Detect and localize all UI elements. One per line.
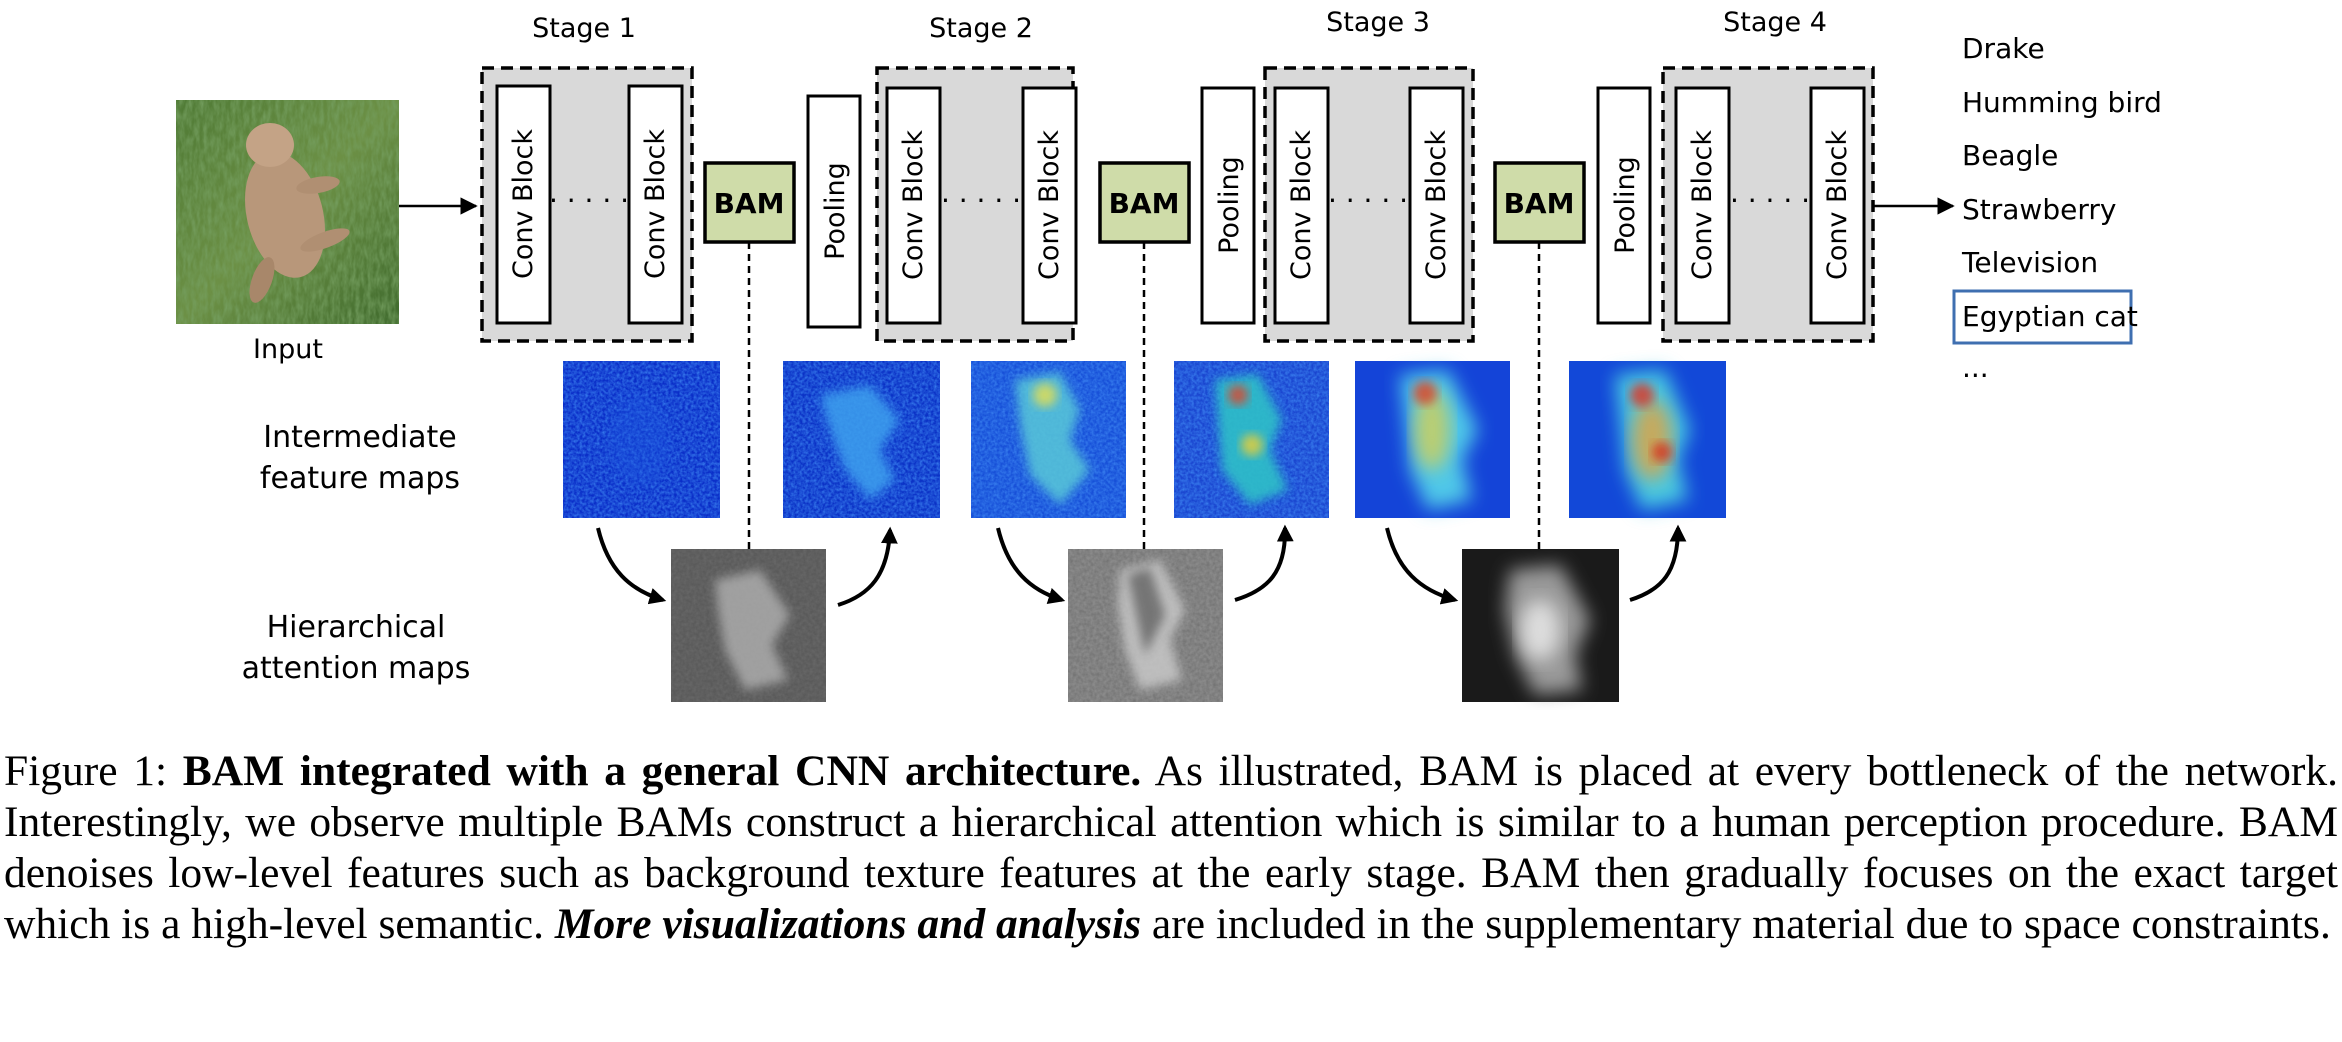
- curve-arrow-2-in: [996, 527, 1066, 605]
- ellipsis-s4: · · · · ·: [1730, 184, 1810, 217]
- svg-text:BAM: BAM: [1109, 187, 1180, 220]
- pooling-block-1: Pooling: [806, 94, 862, 329]
- attention-map-3: [1462, 549, 1619, 702]
- conv-block-s3a: Conv Block: [1273, 86, 1330, 325]
- feature-map-4: [1174, 361, 1329, 518]
- conv-block-s2a: Conv Block: [885, 86, 942, 325]
- bam-module-1: BAM: [703, 161, 796, 244]
- ellipsis-s2: · · · · ·: [941, 184, 1021, 217]
- svg-text:Conv Block: Conv Block: [1822, 130, 1853, 280]
- conv-block-s4a: Conv Block: [1674, 86, 1731, 325]
- svg-text:Pooling: Pooling: [1214, 156, 1245, 254]
- feature-map-3: [971, 361, 1126, 518]
- conv-block-s2b: Conv Block: [1021, 86, 1078, 325]
- stage-4-title: Stage 4: [1723, 7, 1827, 38]
- conv-block-s1a: Conv Block: [495, 84, 552, 325]
- output-class-1: Drake: [1962, 32, 2045, 65]
- attention-map-2: [1068, 549, 1223, 702]
- ellipsis-s3: · · · · ·: [1328, 184, 1408, 217]
- conv-block-s4b: Conv Block: [1809, 86, 1866, 325]
- output-class-more: ...: [1962, 351, 1989, 384]
- bam-module-3: BAM: [1493, 161, 1586, 244]
- caption-bold-title: BAM integrated with a general CNN archit…: [182, 747, 1142, 795]
- caption-label: Figure 1:: [4, 747, 168, 795]
- attention-maps-label-line1: Hierarchical: [267, 610, 446, 645]
- stage-3-title: Stage 3: [1326, 7, 1430, 38]
- conv-block-s3b: Conv Block: [1408, 86, 1465, 325]
- svg-text:Conv Block: Conv Block: [1286, 130, 1317, 280]
- output-class-2: Humming bird: [1962, 86, 2162, 119]
- svg-text:Conv Block: Conv Block: [1687, 130, 1718, 280]
- highlight-box: [1952, 289, 2133, 345]
- input-label: Input: [253, 334, 323, 365]
- curve-arrow-3-out: [1629, 524, 1687, 602]
- feature-map-1: [563, 361, 720, 518]
- feature-map-6: [1569, 361, 1726, 518]
- ellipsis-s1: · · · · ·: [549, 184, 629, 217]
- pooling-block-3: Pooling: [1596, 86, 1652, 325]
- bam-module-2: BAM: [1098, 161, 1191, 244]
- curve-arrow-1-in: [596, 527, 667, 605]
- pooling-block-2: Pooling: [1200, 86, 1256, 325]
- attention-map-1: [671, 549, 826, 702]
- feature-map-5: [1355, 361, 1510, 518]
- curve-arrow-1-out: [837, 526, 898, 607]
- svg-text:Conv Block: Conv Block: [508, 129, 539, 279]
- feature-maps-label-line1: Intermediate: [263, 420, 457, 455]
- caption-bold-italic: More visualizations and analysis: [554, 900, 1142, 948]
- svg-text:Conv Block: Conv Block: [640, 129, 671, 279]
- svg-text:BAM: BAM: [1504, 187, 1575, 220]
- svg-text:Pooling: Pooling: [1610, 156, 1641, 254]
- attention-maps-label-line2: attention maps: [242, 651, 471, 686]
- svg-text:BAM: BAM: [714, 187, 785, 220]
- caption-body-1: As illustrated, BAM is placed at every b…: [4, 747, 2338, 948]
- svg-text:Conv Block: Conv Block: [898, 130, 929, 280]
- output-class-5: Television: [1961, 246, 2098, 279]
- svg-text:Conv Block: Conv Block: [1421, 130, 1452, 280]
- input-image: [176, 100, 399, 324]
- curve-arrow-2-out: [1234, 524, 1294, 602]
- stage-2-title: Stage 2: [929, 13, 1033, 44]
- caption-body-2: are included in the supplementary materi…: [1151, 900, 2331, 948]
- bam-architecture-figure: Stage 1 Stage 2 Stage 3 Stage 4 Input Co…: [176, 7, 2162, 702]
- svg-text:Conv Block: Conv Block: [1034, 130, 1065, 280]
- output-class-3: Beagle: [1962, 139, 2058, 172]
- figure-caption: Figure 1: BAM integrated with a general …: [4, 746, 2338, 950]
- cat-shape: [245, 123, 350, 303]
- output-class-4: Strawberry: [1962, 193, 2116, 226]
- svg-text:Pooling: Pooling: [820, 162, 851, 260]
- output-class-6: Egyptian cat: [1962, 300, 2138, 333]
- stage-1-title: Stage 1: [532, 13, 636, 44]
- conv-block-s1b: Conv Block: [627, 84, 684, 325]
- curve-arrow-3-in: [1385, 527, 1459, 605]
- feature-map-2: [783, 361, 940, 518]
- feature-maps-label-line2: feature maps: [260, 461, 460, 496]
